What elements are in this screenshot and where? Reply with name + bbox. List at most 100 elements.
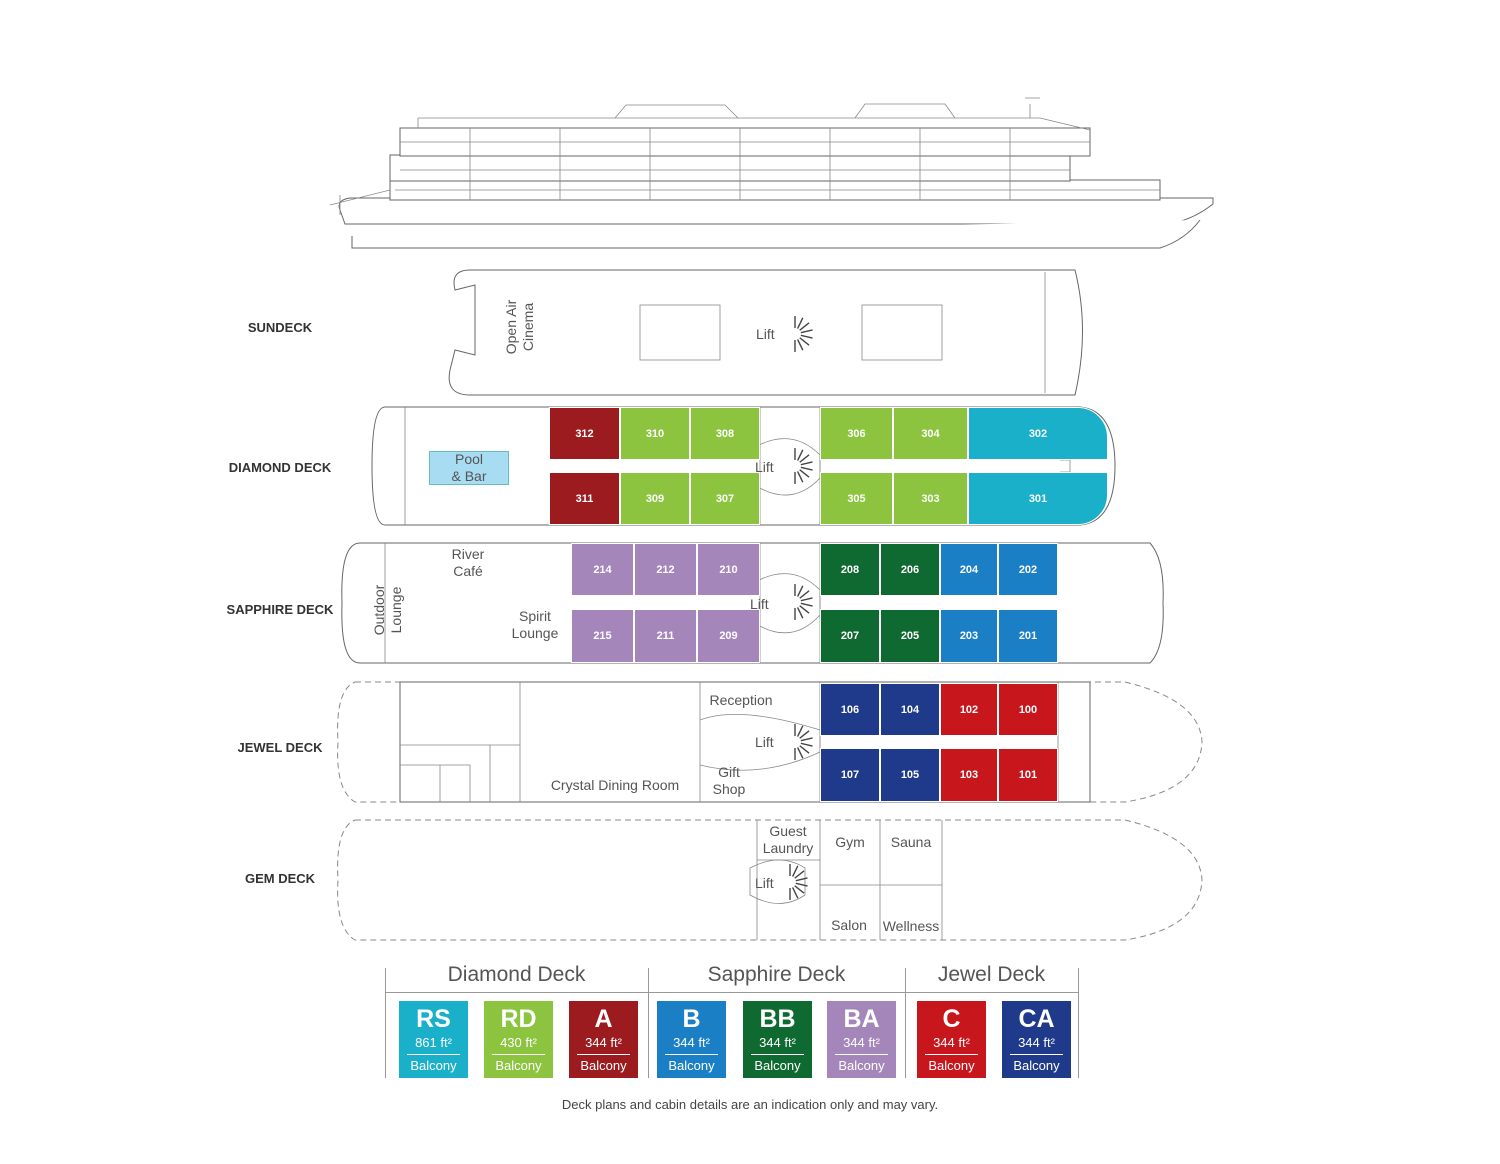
lift-stairs-3	[794, 724, 813, 760]
cabin-103[interactable]: 103	[940, 748, 998, 802]
room-salon: Salon	[831, 917, 867, 933]
ship-profile	[329, 97, 1214, 249]
legend-code: RD	[500, 1005, 537, 1033]
deck-name-jewel: JEWEL DECK	[237, 740, 323, 755]
room-sauna: Sauna	[890, 834, 932, 850]
legend-item-ca: CA 344 ft² Balcony	[1002, 1001, 1071, 1078]
legend-type: Balcony	[668, 1058, 715, 1073]
cabin-209[interactable]: 209	[697, 609, 760, 663]
lift-stairs-2	[794, 584, 813, 620]
deck-name-gem: GEM DECK	[244, 871, 316, 886]
cabin-304[interactable]: 304	[893, 407, 968, 460]
legend-code: BA	[843, 1005, 880, 1033]
cabin-201[interactable]: 201	[998, 609, 1058, 663]
cabin-203[interactable]: 203	[940, 609, 998, 663]
legend-type: Balcony	[838, 1058, 885, 1073]
deck-name-sapphire: SAPPHIRE DECK	[226, 602, 334, 617]
cabin-306[interactable]: 306	[820, 407, 893, 460]
legend-divider	[648, 968, 649, 1078]
cabin-215[interactable]: 215	[571, 609, 634, 663]
legend-title-jewel: Jewel Deck	[937, 963, 1046, 986]
deck-name-sundeck: SUNDECK	[247, 320, 313, 335]
legend-item-rule	[407, 1054, 460, 1055]
room-pool-bar: Pool & Bar	[451, 451, 487, 484]
legend-size: 344 ft²	[843, 1035, 880, 1050]
lift-label-diamond: Lift	[755, 459, 774, 475]
legend-size: 430 ft²	[500, 1035, 537, 1050]
cabin-206[interactable]: 206	[880, 543, 940, 596]
cabin-102[interactable]: 102	[940, 683, 998, 736]
cabin-101[interactable]: 101	[998, 748, 1058, 802]
room-crystal-dining: Crystal Dining Room	[550, 777, 680, 793]
legend-item-rd: RD 430 ft² Balcony	[484, 1001, 553, 1078]
lift-stairs-1	[794, 448, 813, 484]
cabin-204[interactable]: 204	[940, 543, 998, 596]
room-wellness: Wellness	[882, 918, 940, 934]
cabin-202[interactable]: 202	[998, 543, 1058, 596]
cabin-212[interactable]: 212	[634, 543, 697, 596]
room-reception: Reception	[709, 692, 773, 708]
legend-item-rule	[925, 1054, 978, 1055]
room-gym: Gym	[835, 834, 865, 850]
cabin-307[interactable]: 307	[690, 472, 760, 525]
legend-item-bb: BB 344 ft² Balcony	[743, 1001, 812, 1078]
cabin-104[interactable]: 104	[880, 683, 940, 736]
lift-stairs-0	[794, 316, 813, 352]
cabin-205[interactable]: 205	[880, 609, 940, 663]
sundeck-outline	[448, 269, 1083, 396]
legend-divider	[385, 968, 386, 1078]
deck-name-diamond: DIAMOND DECK	[228, 460, 332, 475]
legend-title-sapphire: Sapphire Deck	[707, 963, 846, 986]
cabin-207[interactable]: 207	[820, 609, 880, 663]
legend-type: Balcony	[754, 1058, 801, 1073]
cabin-310[interactable]: 310	[620, 407, 690, 460]
legend-title-diamond: Diamond Deck	[447, 963, 586, 986]
legend-item-rule	[665, 1054, 718, 1055]
legend-code: BB	[759, 1005, 796, 1033]
legend-size: 344 ft²	[585, 1035, 622, 1050]
legend-item-b: B 344 ft² Balcony	[657, 1001, 726, 1078]
cabin-100[interactable]: 100	[998, 683, 1058, 736]
cabin-211[interactable]: 211	[634, 609, 697, 663]
legend-item-rule	[751, 1054, 804, 1055]
cabin-107[interactable]: 107	[820, 748, 880, 802]
lift-label-gem: Lift	[755, 875, 774, 891]
legend-type: Balcony	[928, 1058, 975, 1073]
legend-size: 344 ft²	[673, 1035, 710, 1050]
cabin-302[interactable]: 302	[968, 407, 1108, 460]
legend-size: 344 ft²	[759, 1035, 796, 1050]
legend-type: Balcony	[1013, 1058, 1060, 1073]
room-river-cafe: River Café	[451, 546, 485, 579]
cabin-308[interactable]: 308	[690, 407, 760, 460]
cabin-106[interactable]: 106	[820, 683, 880, 736]
legend-item-rule	[835, 1054, 888, 1055]
cabin-311[interactable]: 311	[549, 472, 620, 525]
lift-label-jewel: Lift	[755, 734, 774, 750]
legend-item-rule	[1010, 1054, 1063, 1055]
cabin-309[interactable]: 309	[620, 472, 690, 525]
legend-type: Balcony	[410, 1058, 457, 1073]
cabin-301[interactable]: 301	[968, 472, 1108, 525]
cabin-214[interactable]: 214	[571, 543, 634, 596]
lift-label-sapphire: Lift	[750, 596, 769, 612]
pool	[429, 451, 509, 485]
legend-type: Balcony	[495, 1058, 542, 1073]
room-open-air-cinema: Open Air Cinema	[503, 299, 536, 355]
legend-size: 344 ft²	[933, 1035, 970, 1050]
disclaimer: Deck plans and cabin details are an indi…	[561, 1097, 939, 1112]
legend-code: RS	[416, 1005, 451, 1033]
legend-size: 344 ft²	[1018, 1035, 1055, 1050]
cabin-210[interactable]: 210	[697, 543, 760, 596]
cabin-303[interactable]: 303	[893, 472, 968, 525]
cabin-312[interactable]: 312	[549, 407, 620, 460]
cabin-305[interactable]: 305	[820, 472, 893, 525]
legend-code: CA	[1018, 1005, 1055, 1033]
cabin-105[interactable]: 105	[880, 748, 940, 802]
cabin-208[interactable]: 208	[820, 543, 880, 596]
legend-item-ba: BA 344 ft² Balcony	[827, 1001, 896, 1078]
room-outdoor-lounge: Outdoor Lounge	[371, 584, 404, 636]
legend-divider	[905, 968, 906, 1078]
legend-code: B	[682, 1005, 701, 1033]
